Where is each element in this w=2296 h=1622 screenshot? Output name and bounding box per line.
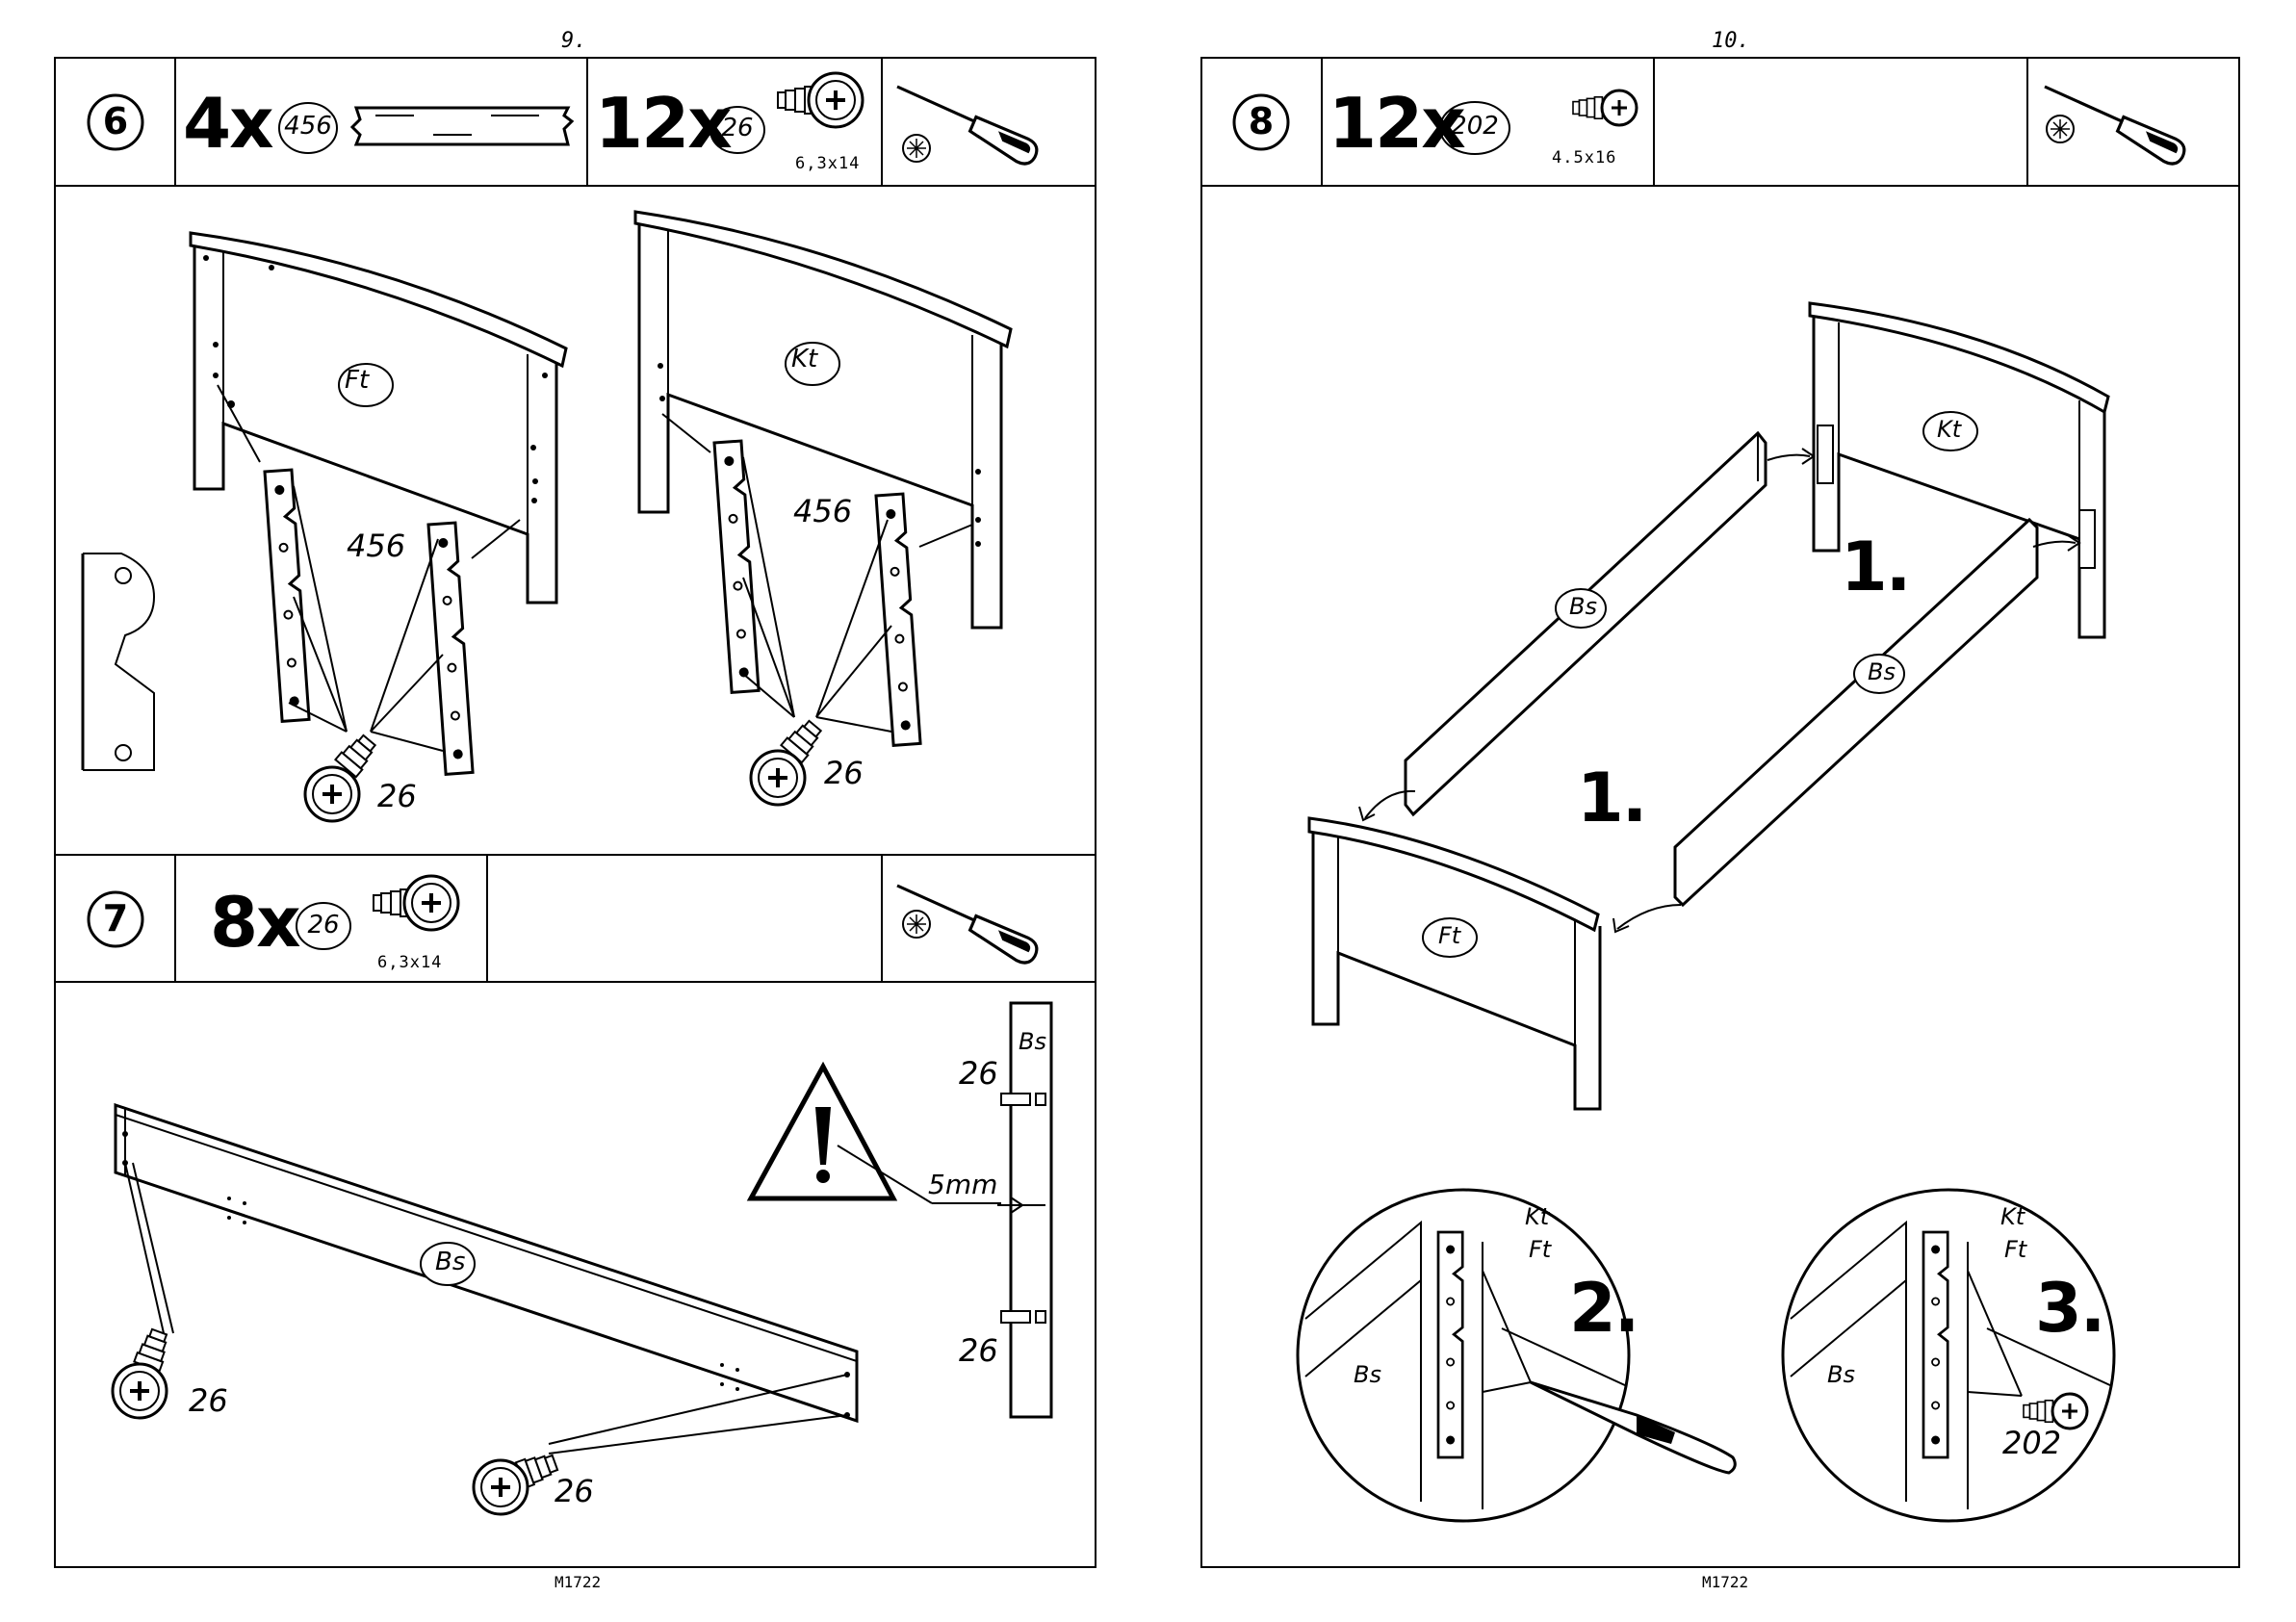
detail-3-screw-part: 202 <box>2002 1425 2061 1461</box>
footer-code-right: M1722 <box>1702 1573 1748 1591</box>
bracket-callout-left: 456 <box>347 528 405 564</box>
page-number-left: 9. <box>561 29 587 53</box>
order-marker-top: 1. <box>1841 528 1909 606</box>
detail-3-step: 3. <box>2035 1269 2103 1348</box>
detail-2-step: 2. <box>1569 1269 1638 1348</box>
step-6-screw-size: 6,3x14 <box>795 154 860 173</box>
step-7-part: 26 <box>295 911 352 940</box>
step-7-screw-size: 6,3x14 <box>377 953 442 972</box>
step-6-item1-quantity: 4x <box>183 83 272 164</box>
side-rail-label: Bs <box>435 1248 465 1276</box>
detail-3-headboard: Kt <box>2000 1203 2025 1230</box>
order-marker-center: 1. <box>1577 759 1645 837</box>
rail-screw-left: 26 <box>189 1382 228 1419</box>
screw-callout-left: 26 <box>377 778 417 814</box>
step-8-number: 8 <box>1232 100 1290 142</box>
detail-screw-top: 26 <box>959 1055 998 1092</box>
side-rail-label-left: Bs <box>1569 593 1597 620</box>
side-rail-label-right: Bs <box>1868 658 1896 685</box>
detail-2-footboard: Ft <box>1529 1236 1551 1263</box>
page-number-right: 10. <box>1712 29 1750 53</box>
detail-screw-bottom: 26 <box>959 1332 998 1369</box>
step-6-item2-part: 26 <box>709 114 766 142</box>
step-6-number: 6 <box>87 100 144 142</box>
headboard-label: Kt <box>791 345 817 373</box>
headboard-label-page10: Kt <box>1937 416 1961 443</box>
step-8-part: 202 <box>1446 112 1504 141</box>
step-6-item1-part: 456 <box>279 112 337 141</box>
step-7-quantity: 8x <box>210 882 299 963</box>
detail-3-footboard: Ft <box>2004 1236 2026 1263</box>
detail-rail-label: Bs <box>1019 1028 1046 1055</box>
detail-2-headboard: Kt <box>1525 1203 1549 1230</box>
detail-3-rail: Bs <box>1827 1361 1855 1388</box>
footer-code-left: M1722 <box>555 1573 601 1591</box>
footboard-label-page10: Ft <box>1438 922 1460 949</box>
screw-callout-right: 26 <box>824 755 864 791</box>
step-8-screw-size: 4.5x16 <box>1552 148 1616 167</box>
rail-screw-right: 26 <box>555 1473 594 1509</box>
gap-measurement: 5mm <box>928 1169 997 1200</box>
footboard-label: Ft <box>345 366 369 395</box>
bracket-callout-right: 456 <box>793 493 852 529</box>
step-8-quantity: 12x <box>1329 83 1464 164</box>
detail-2-rail: Bs <box>1354 1361 1381 1388</box>
step-7-number: 7 <box>87 897 144 940</box>
